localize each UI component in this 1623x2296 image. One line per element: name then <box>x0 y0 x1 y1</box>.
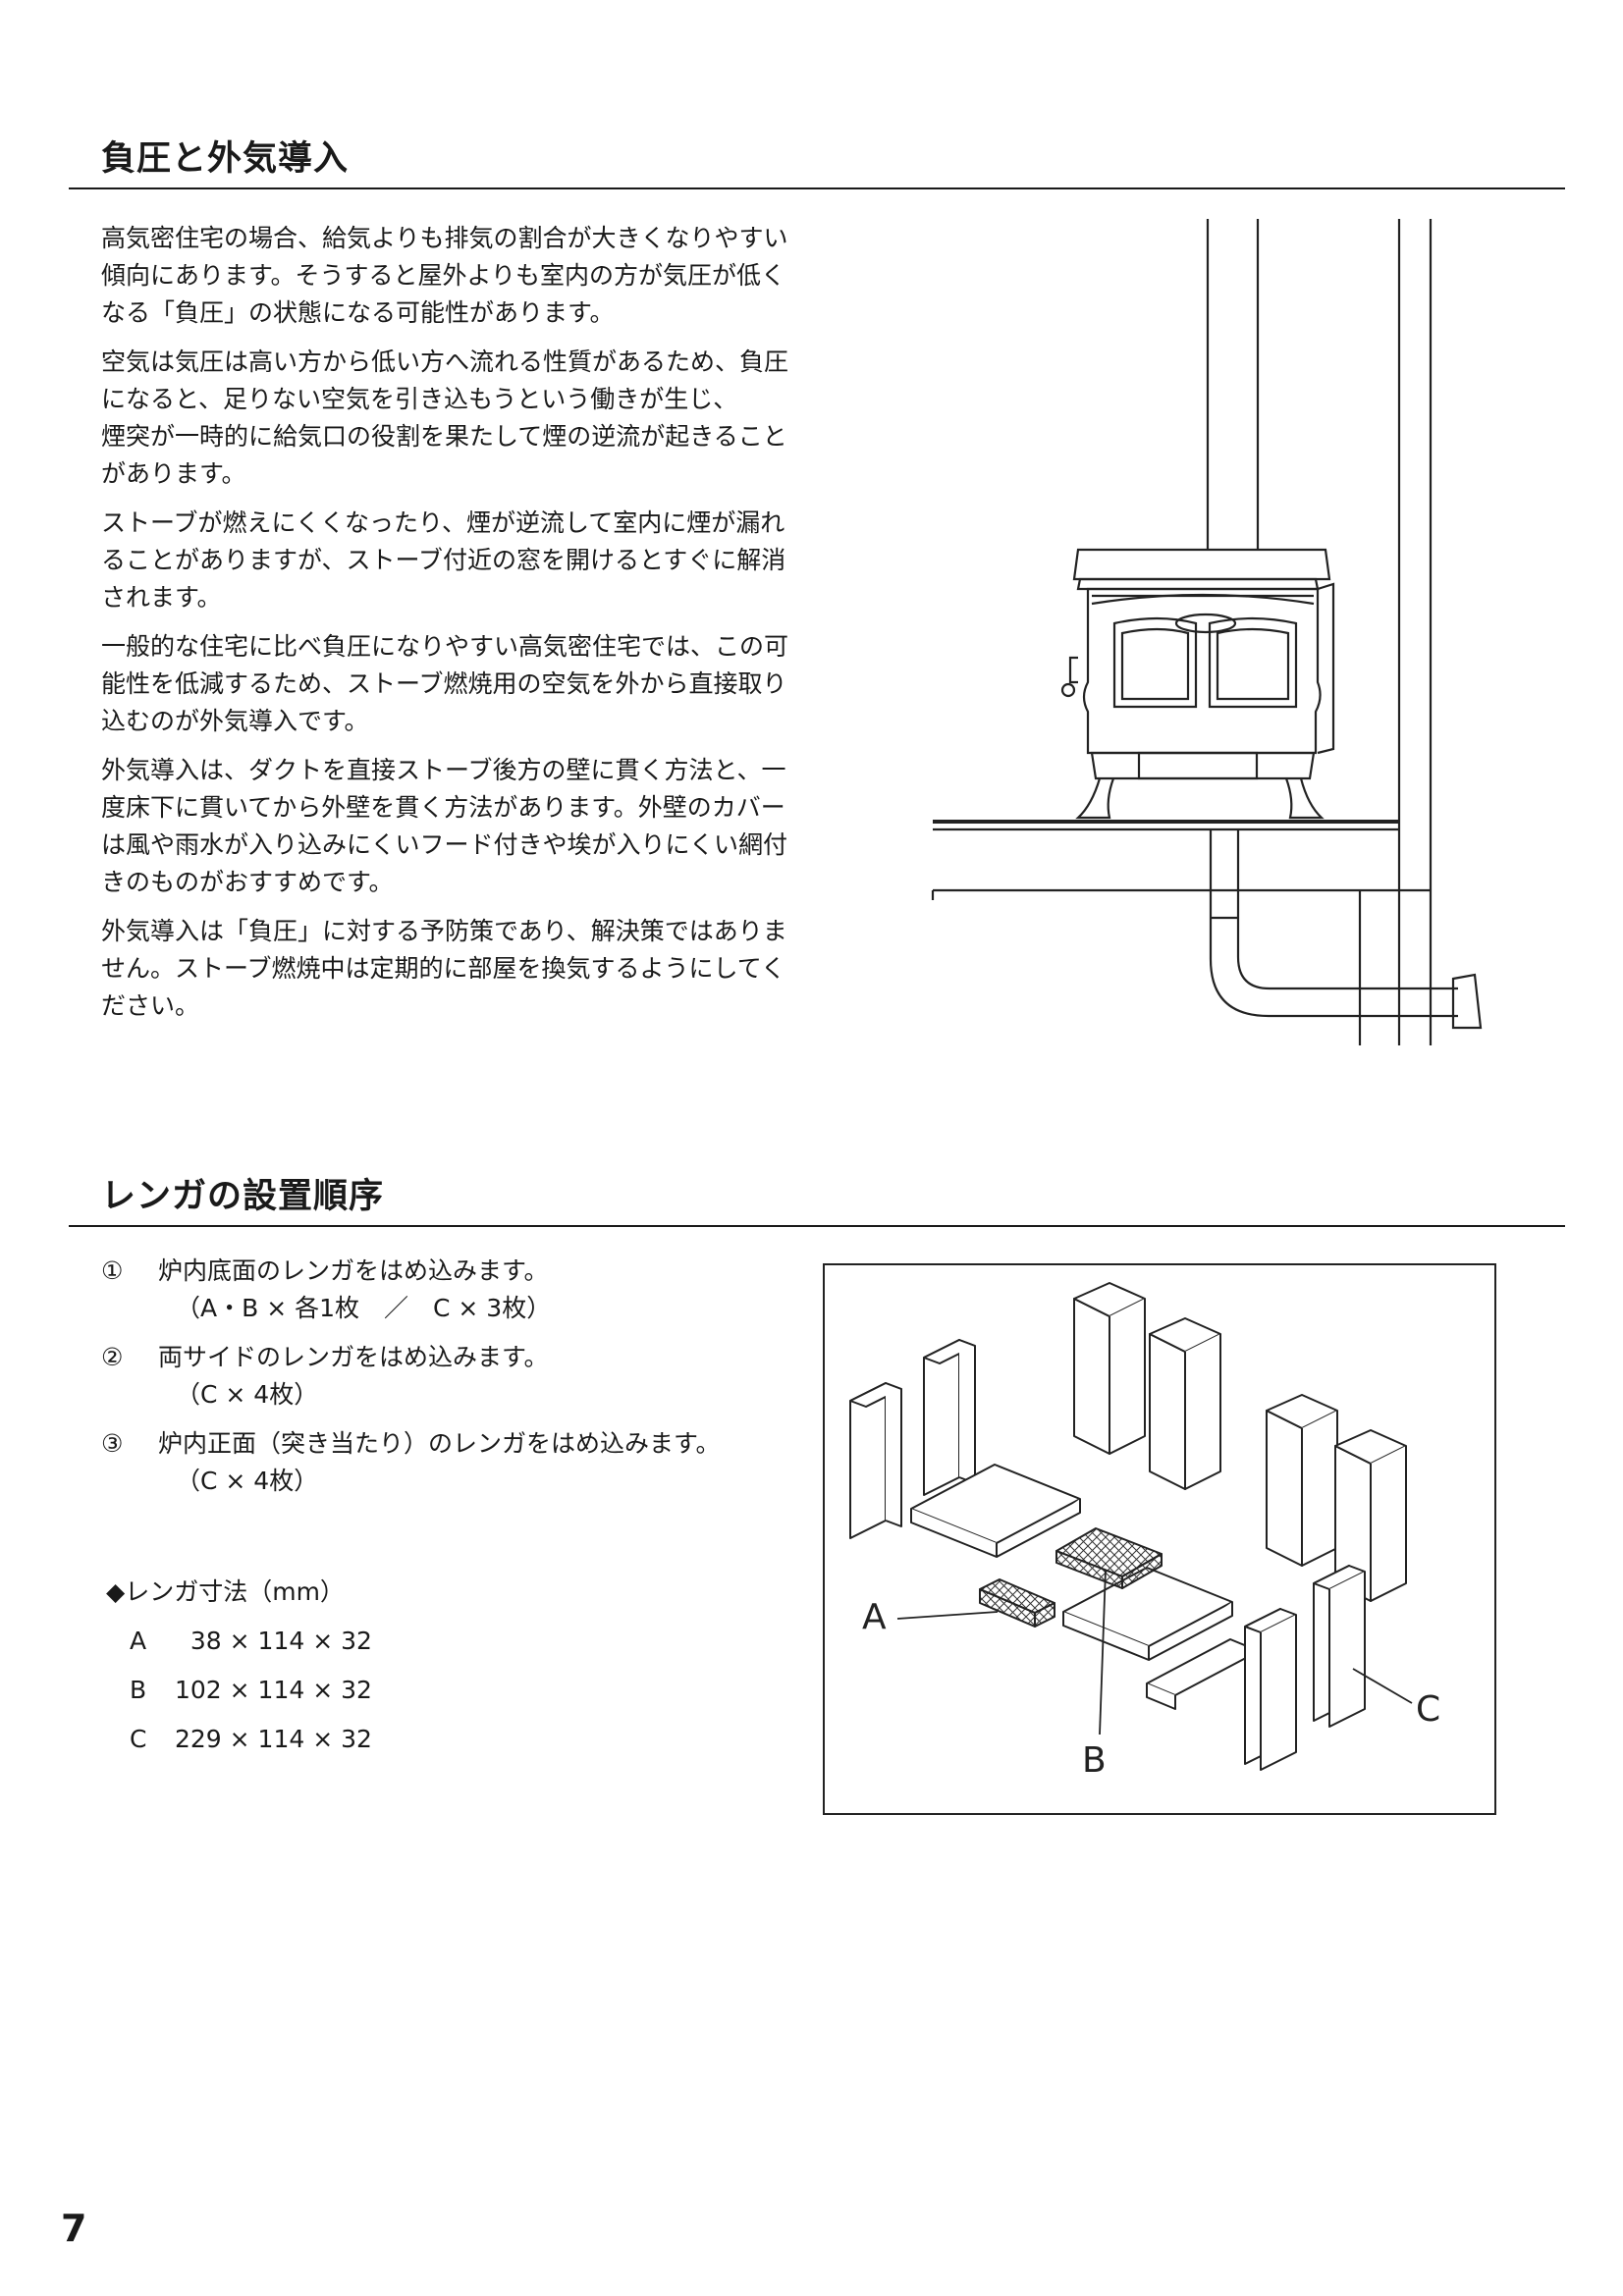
page-number: 7 <box>61 2207 87 2250</box>
duct-inner <box>1236 829 1458 990</box>
paragraph: 外気導入は、ダクトを直接ストーブ後方の壁に貫く方法と、一 度床下に貫いてから外壁… <box>101 752 887 901</box>
stove-top <box>1072 548 1331 581</box>
paragraph: 高気密住宅の場合、給気よりも排気の割合が大きくなりやすい 傾向にあります。そうす… <box>101 220 887 332</box>
air-inlet-box <box>1137 751 1259 780</box>
text-line: 一般的な住宅に比べ負圧になりやすい高気密住宅では、この可 <box>101 632 789 661</box>
text-line: 込むのが外気導入です。 <box>101 707 369 735</box>
dimension-row: A 38 × 114 × 32 <box>106 1617 372 1666</box>
dimension-row: B 102 × 114 × 32 <box>106 1666 372 1715</box>
paragraph: ストーブが燃えにくくなったり、煙が逆流して室内に煙が漏れ ることがありますが、ス… <box>101 505 887 616</box>
stove-leg-left <box>1075 777 1115 820</box>
step-item: ① 炉内底面のレンガをはめ込みます。 （A・B × 各1枚 ／ C × 3枚） <box>101 1253 808 1327</box>
section-rule <box>69 187 1565 189</box>
text-line: されます。 <box>101 583 222 612</box>
stove-handle <box>1068 656 1078 684</box>
brick-floor-2 <box>1062 1567 1233 1661</box>
step-item: ③ 炉内正面（突き当たり）のレンガをはめ込みます。 （C × 4枚） <box>101 1425 808 1500</box>
brick-dimensions: ◆レンガ寸法（mm） A 38 × 114 × 32 B 102 × 114 ×… <box>106 1568 372 1764</box>
step-text: 炉内正面（突き当たり）のレンガをはめ込みます。 <box>158 1429 721 1458</box>
paragraph: 一般的な住宅に比べ負圧になりやすい高気密住宅では、この可 能性を低減するため、ス… <box>101 628 887 740</box>
dimension-value: 229 × 114 × 32 <box>175 1725 372 1753</box>
label-a: A <box>862 1597 887 1637</box>
brick-install-steps: ① 炉内底面のレンガをはめ込みます。 （A・B × 各1枚 ／ C × 3枚） … <box>101 1253 808 1512</box>
brick-back-2 <box>1149 1317 1221 1490</box>
text-line: 度床下に貫いてから外壁を貫く方法があります。外壁のカバー <box>101 793 785 822</box>
text-line: ストーブが燃えにくくなったり、煙が逆流して室内に煙が漏れ <box>101 508 785 537</box>
text-line: 空気は気圧は高い方から低い方へ流れる性質があるため、負圧 <box>101 347 789 376</box>
step-body: 両サイドのレンガをはめ込みます。 （C × 4枚） <box>158 1339 549 1414</box>
stove-base <box>1090 751 1316 780</box>
handle-knob <box>1060 682 1076 698</box>
step-number: ③ <box>101 1429 124 1458</box>
label-c: C <box>1416 1689 1440 1730</box>
text-line: ださい。 <box>101 991 200 1020</box>
stove-arch <box>1091 593 1315 606</box>
text-line: になると、足りない空気を引き込もうという働きが生じ、 <box>101 385 738 413</box>
text-line: 外気導入は、ダクトを直接ストーブ後方の壁に貫く方法と、一 <box>101 756 786 784</box>
text-line: 外気導入は「負圧」に対する予防策であり、解決策ではありま <box>101 917 787 945</box>
step-note: （A・B × 各1枚 ／ C × 3枚） <box>176 1294 552 1322</box>
stove-emblem <box>1174 613 1237 634</box>
step-note: （C × 4枚） <box>176 1467 319 1495</box>
text-line: 傾向にあります。そうすると屋外よりも室内の方が気圧が低く <box>101 261 786 290</box>
door-glass-left <box>1120 627 1190 701</box>
step-number: ① <box>101 1256 124 1285</box>
text-line: は風や雨水が入り込みにくいフード付きや埃が入りにくい網付 <box>101 830 788 859</box>
step-body: 炉内底面のレンガをはめ込みます。 （A・B × 各1枚 ／ C × 3枚） <box>158 1253 551 1327</box>
stove-door-right <box>1208 616 1298 709</box>
section-rule <box>69 1225 1565 1227</box>
brick-layout-diagram: A B C <box>823 1263 1496 1815</box>
text-line: 煙突が一時的に給気口の役割を果たして煙の逆流が起きること <box>101 422 787 451</box>
outside-hood <box>1451 973 1483 1030</box>
label-b: B <box>1082 1740 1107 1781</box>
step-item: ② 両サイドのレンガをはめ込みます。 （C × 4枚） <box>101 1339 808 1414</box>
step-note: （C × 4枚） <box>176 1380 319 1409</box>
brick-front-2 <box>1313 1565 1366 1728</box>
step-text: 炉内底面のレンガをはめ込みます。 <box>158 1256 549 1285</box>
brick-left-1 <box>849 1382 902 1539</box>
brick-front-1 <box>1244 1608 1297 1771</box>
stove-leg-right <box>1284 777 1325 820</box>
dimension-label: A <box>130 1627 147 1655</box>
paragraph: 空気は気圧は高い方から低い方へ流れる性質があるため、負圧 になると、足りない空気… <box>101 344 887 493</box>
stove-side <box>1317 582 1335 755</box>
brick-a-hatched <box>979 1578 1055 1628</box>
outside-air-text: 高気密住宅の場合、給気よりも排気の割合が大きくなりやすい 傾向にあります。そうす… <box>101 220 887 1037</box>
duct-outer <box>1209 829 1458 1018</box>
stove-body <box>1082 587 1322 755</box>
text-line: なる「負圧」の状態になる可能性があります。 <box>101 298 615 327</box>
dimension-value: 102 × 114 × 32 <box>175 1676 372 1704</box>
stove-outside-air-diagram <box>931 219 1483 1045</box>
dimension-value: 38 × 114 × 32 <box>175 1627 372 1655</box>
step-number: ② <box>101 1343 124 1371</box>
step-body: 炉内正面（突き当たり）のレンガをはめ込みます。 （C × 4枚） <box>158 1425 721 1500</box>
dimension-label: C <box>130 1725 147 1753</box>
text-line: 高気密住宅の場合、給気よりも排気の割合が大きくなりやすい <box>101 224 788 252</box>
brick-floor-1 <box>910 1464 1081 1558</box>
text-line: せん。ストーブ燃焼中は定期的に部屋を換気するようにしてく <box>101 954 786 983</box>
text-line: ることがありますが、ストーブ付近の窓を開けるとすぐに解消 <box>101 546 786 574</box>
text-line: きのものがおすすめです。 <box>101 868 394 896</box>
leader-c <box>1352 1668 1413 1704</box>
text-line: 能性を低減するため、ストーブ燃焼用の空気を外から直接取り <box>101 669 787 698</box>
step-text: 両サイドのレンガをはめ込みます。 <box>158 1343 549 1371</box>
paragraph: 外気導入は「負圧」に対する予防策であり、解決策ではありま せん。ストーブ燃焼中は… <box>101 913 887 1025</box>
brick-right-1 <box>1266 1394 1338 1567</box>
leader-a <box>896 1611 999 1620</box>
section-title-outside-air: 負圧と外気導入 <box>101 139 350 179</box>
brick-back-1 <box>1073 1282 1146 1455</box>
brick-left-2 <box>923 1339 976 1496</box>
door-glass-right <box>1216 627 1290 701</box>
text-line: があります。 <box>101 459 246 488</box>
brick-right-2 <box>1334 1429 1407 1602</box>
stove-door-left <box>1112 616 1198 709</box>
leader-b <box>1099 1569 1107 1735</box>
dimension-label: B <box>130 1676 147 1704</box>
dimensions-title: ◆レンガ寸法（mm） <box>106 1577 345 1606</box>
dimension-row: C 229 × 114 × 32 <box>106 1715 372 1764</box>
stove-top-band <box>1076 577 1320 591</box>
section-title-brick-order: レンガの設置順序 <box>101 1177 385 1216</box>
